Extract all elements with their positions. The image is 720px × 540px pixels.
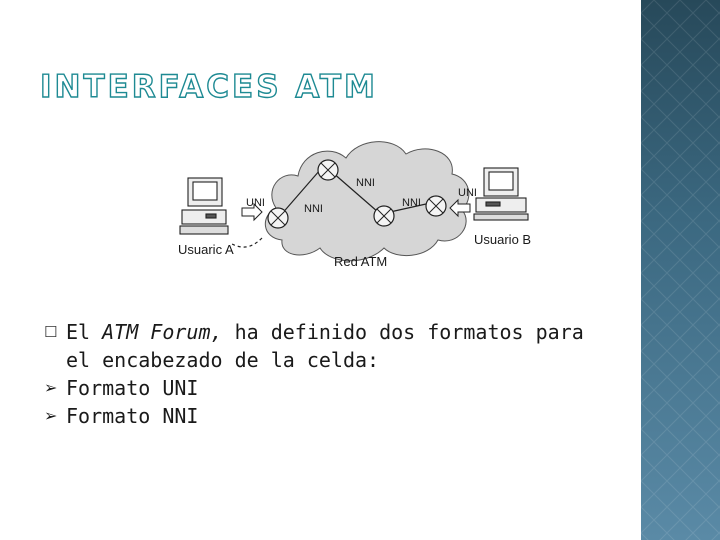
label-uni-left: UNI (246, 197, 265, 209)
uni-arrow-right (449, 198, 471, 218)
slide-title: INTERFACES ATM (39, 69, 378, 105)
square-bullet-icon: ☐ (44, 323, 58, 341)
paragraph-emphasis: ATM Forum, (102, 320, 223, 344)
atm-switch-right (425, 195, 447, 217)
network-links (231, 169, 427, 248)
paragraph-suffix: ha definido dos formatos para (222, 320, 584, 344)
list-item-label: Formato UNI (66, 376, 199, 400)
label-network: Red ATM (334, 254, 387, 269)
atm-switch-center (373, 205, 395, 227)
decorative-sidebar (641, 0, 720, 540)
label-nni-top: NNI (356, 177, 375, 189)
computer-icon-user-a (179, 177, 229, 235)
arrow-bullet-icon: ➢ (44, 378, 58, 397)
atm-switch-left (267, 207, 289, 229)
slide-body: ☐ El ATM Forum, ha definido dos formatos… (44, 318, 634, 430)
label-user-b: Usuario B (474, 232, 531, 247)
atm-switch-top (317, 159, 339, 181)
network-cloud (265, 141, 470, 262)
paragraph-line-2: el encabezado de la celda: (44, 346, 634, 374)
paragraph-prefix: El (66, 320, 103, 344)
diamond-pattern (641, 0, 720, 540)
list-item-label: Formato NNI (66, 404, 199, 428)
label-nni-left: NNI (304, 203, 323, 215)
uni-arrow-left (241, 202, 263, 222)
label-user-a: Usuaric A (178, 242, 234, 257)
paragraph-line-1: ☐ El ATM Forum, ha definido dos formatos… (44, 318, 634, 346)
atm-network-diagram: UNI NNI NNI NNI UNI Usuaric A Usuario B … (178, 141, 531, 269)
computer-icon-user-b (473, 167, 529, 221)
list-item: ➢ Formato NNI (44, 402, 634, 430)
label-nni-right: NNI (402, 197, 421, 209)
label-uni-right: UNI (458, 187, 477, 199)
list-item: ➢ Formato UNI (44, 374, 634, 402)
arrow-bullet-icon: ➢ (44, 406, 58, 425)
paragraph-continuation: el encabezado de la celda: (66, 348, 380, 372)
